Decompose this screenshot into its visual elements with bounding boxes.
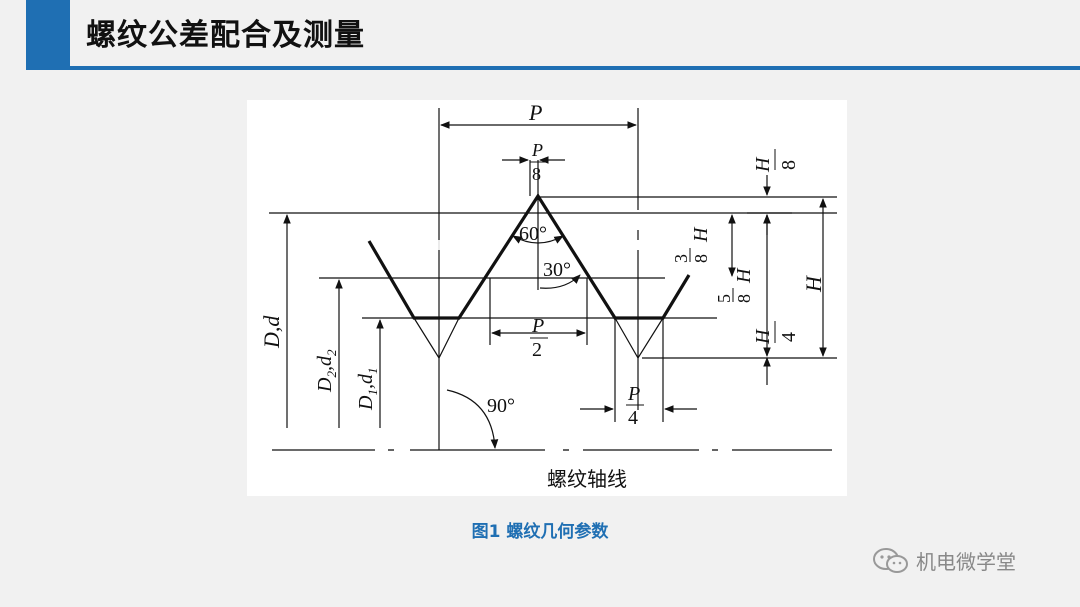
title-rule: [26, 66, 1080, 70]
p4-denominator: 4: [628, 407, 638, 429]
angle-60-arc: [512, 235, 564, 244]
minor-dia-label: D1,d1: [355, 368, 380, 411]
header-bar: [0, 0, 1080, 70]
p2-numerator: P: [531, 315, 544, 337]
title-accent-block: [26, 0, 70, 66]
angle-90-label: 90°: [487, 395, 515, 417]
figure-caption: 图1 螺纹几何参数: [471, 522, 609, 542]
five-eighths-denominator: 8: [734, 294, 754, 303]
watermark-text: 机电微学堂: [916, 550, 1016, 574]
three-eighths-numerator: 3: [671, 254, 691, 263]
five-eighths-numerator: 5: [714, 294, 734, 303]
p2-denominator: 2: [532, 339, 542, 361]
watermark: 机电微学堂: [872, 546, 1016, 575]
fundamental-triangle-left: [413, 317, 460, 360]
p4-numerator: P: [627, 383, 640, 405]
fundamental-triangle-right: [614, 317, 664, 360]
p8-denominator: 8: [532, 164, 541, 184]
pitch-dia-label: D2,d2: [314, 349, 339, 393]
thread-geometry-diagram: P P 8 60° 30° P 2 P 4 90° D,d D2,d2 D1,d…: [259, 100, 837, 491]
h4-numerator: H: [752, 328, 774, 345]
thread-diagram-panel: P P 8 60° 30° P 2 P 4 90° D,d D2,d2 D1,d…: [247, 100, 847, 496]
five-eighths-H: H: [733, 267, 755, 284]
angle-90-arc: [446, 389, 499, 449]
pitch-label: P: [528, 100, 542, 125]
major-dia-label: D,d: [259, 315, 284, 349]
thread-profile: [367, 193, 691, 320]
thread-axis-label: 螺纹轴线: [547, 467, 627, 491]
h8-denominator: 8: [778, 160, 800, 170]
h8-numerator: H: [752, 156, 774, 173]
three-eighths-H: H: [690, 226, 712, 243]
p8-numerator: P: [531, 140, 543, 160]
slide-title: 螺纹公差配合及测量: [86, 18, 365, 53]
angle-60-label: 60°: [519, 223, 547, 245]
three-eighths-denominator: 8: [691, 254, 711, 263]
height-H-label: H: [801, 275, 826, 293]
angle-30-arc: [539, 274, 581, 289]
h4-denominator: 4: [778, 332, 800, 342]
angle-30-label: 30°: [543, 259, 571, 281]
wechat-icon: [873, 547, 908, 573]
